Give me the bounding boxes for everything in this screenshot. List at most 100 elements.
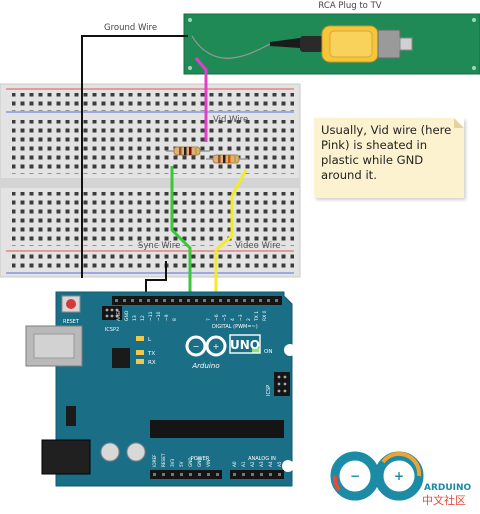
mounting-hole xyxy=(282,460,294,472)
header-pin xyxy=(171,299,174,302)
pin-label-a3: A3 xyxy=(259,461,264,467)
header-pin xyxy=(131,299,134,302)
icsp-header xyxy=(274,372,290,396)
svg-text:+: + xyxy=(394,469,404,483)
power-rail-holes-top xyxy=(12,93,294,102)
breadboard xyxy=(0,83,301,278)
arduino-brand-label: Arduino xyxy=(191,362,219,370)
pin-label-4: 4 xyxy=(230,318,236,321)
header-pin xyxy=(259,299,262,302)
header-pin xyxy=(267,299,270,302)
mounting-hole xyxy=(284,344,296,356)
reset-button[interactable] xyxy=(61,295,81,313)
pin-label-10: ~10 xyxy=(156,311,162,321)
header-pin xyxy=(162,473,165,476)
header-pin xyxy=(139,299,142,302)
pin-label-8: 8 xyxy=(172,318,178,321)
power-pin-labels: IOREF RESET 3V3 5V GND GND VIN xyxy=(152,453,211,467)
arduino-cn-logo-text: ARDUINO xyxy=(424,483,472,493)
led-rx xyxy=(136,359,144,364)
pin-label-12: 12 xyxy=(140,315,146,321)
pin-label-a4: A4 xyxy=(268,461,273,467)
header-pin xyxy=(163,299,166,302)
header-pin xyxy=(243,299,246,302)
power-jack xyxy=(41,439,91,475)
capacitor-2 xyxy=(126,442,146,462)
header-pin xyxy=(123,299,126,302)
uno-label: UNO xyxy=(230,338,260,352)
header-pin xyxy=(171,473,174,476)
pin-label-5: ~5 xyxy=(222,314,228,321)
pin-label-2: 2 xyxy=(246,318,252,321)
rca-plug xyxy=(270,25,413,63)
pin-label-a0: A0 xyxy=(232,461,237,467)
pin-label-11: ~11 xyxy=(148,311,154,321)
power-rail-holes-top-2 xyxy=(12,102,294,111)
sync-wire-green xyxy=(170,166,192,300)
sync-wire-label: Sync Wire xyxy=(138,241,180,251)
icsp2-header xyxy=(102,306,122,320)
regulator xyxy=(66,406,76,426)
vid-wire-pink xyxy=(194,57,208,142)
led-l-label: L xyxy=(148,337,152,343)
led-tx xyxy=(136,350,144,355)
header-pin xyxy=(260,473,263,476)
sticky-note-text: Usually, Vid wire (here Pink) is sheated… xyxy=(321,123,452,182)
header-pin xyxy=(242,473,245,476)
power-rail-holes-bottom xyxy=(12,253,294,262)
pin-label-a1: A1 xyxy=(241,461,246,467)
pin-label-vin: VIN xyxy=(206,460,211,467)
pin-label-gnd2: GND xyxy=(197,457,202,467)
header-pin xyxy=(278,473,281,476)
vid-wire-label: Vid Wire xyxy=(213,115,248,125)
terminal-strip-upper xyxy=(12,120,294,174)
led-on xyxy=(252,348,260,353)
svg-text:−: − xyxy=(193,342,200,351)
capacitor-1 xyxy=(100,442,120,462)
arduino-cn-logo-cn: 中文社区 xyxy=(422,493,466,507)
pin-label-ioref: IOREF xyxy=(152,454,157,467)
pin-label-7: 7 xyxy=(206,318,212,321)
pin-label-9: ~9 xyxy=(164,314,170,321)
led-tx-label: TX xyxy=(147,351,155,357)
pin-label-0: RX 0 xyxy=(262,310,268,321)
rca-plug-label: RCA Plug to TV xyxy=(318,1,381,11)
header-pin xyxy=(251,473,254,476)
analog-pin-labels: A0 A1 A2 A3 A4 A5 xyxy=(232,461,282,467)
arduino-infinity-logo: − + xyxy=(185,335,227,357)
analog-header xyxy=(230,470,284,479)
resistor-2 xyxy=(206,154,248,164)
power-rail-holes-bottom-2 xyxy=(12,262,294,271)
header-pin xyxy=(269,473,272,476)
pin-label-reset: RESET xyxy=(161,453,166,467)
icsp-label: ICSP xyxy=(266,385,272,396)
pin-label-6: ~6 xyxy=(214,314,220,321)
ground-wire xyxy=(81,35,188,278)
header-pin xyxy=(153,473,156,476)
header-pin xyxy=(115,299,118,302)
header-pin xyxy=(233,473,236,476)
header-pin xyxy=(227,299,230,302)
arduino-cn-logo: − + xyxy=(328,444,472,506)
svg-text:−: − xyxy=(350,469,360,483)
pin-label-3v3: 3V3 xyxy=(170,458,175,467)
digital-label: DIGITAL (PWM=~) xyxy=(212,324,258,330)
header-pin xyxy=(179,299,182,302)
header-pin xyxy=(195,299,198,302)
video-wire-yellow xyxy=(214,169,248,300)
pin-label-gnd: GND xyxy=(124,310,130,321)
reset-label: RESET xyxy=(63,319,80,325)
header-pin xyxy=(198,473,201,476)
terminal-strip-lower xyxy=(12,192,294,246)
header-pin xyxy=(180,473,183,476)
header-pin xyxy=(216,473,219,476)
bottom-header-pins xyxy=(153,473,281,476)
header-pin xyxy=(235,299,238,302)
pin-label-a5: A5 xyxy=(277,461,282,467)
pin-label-a2: A2 xyxy=(250,461,255,467)
rca-board xyxy=(183,13,480,75)
gnd-jumper-wire xyxy=(145,261,167,300)
led-on-label: ON xyxy=(264,349,272,355)
digital-header-pins xyxy=(115,299,278,302)
